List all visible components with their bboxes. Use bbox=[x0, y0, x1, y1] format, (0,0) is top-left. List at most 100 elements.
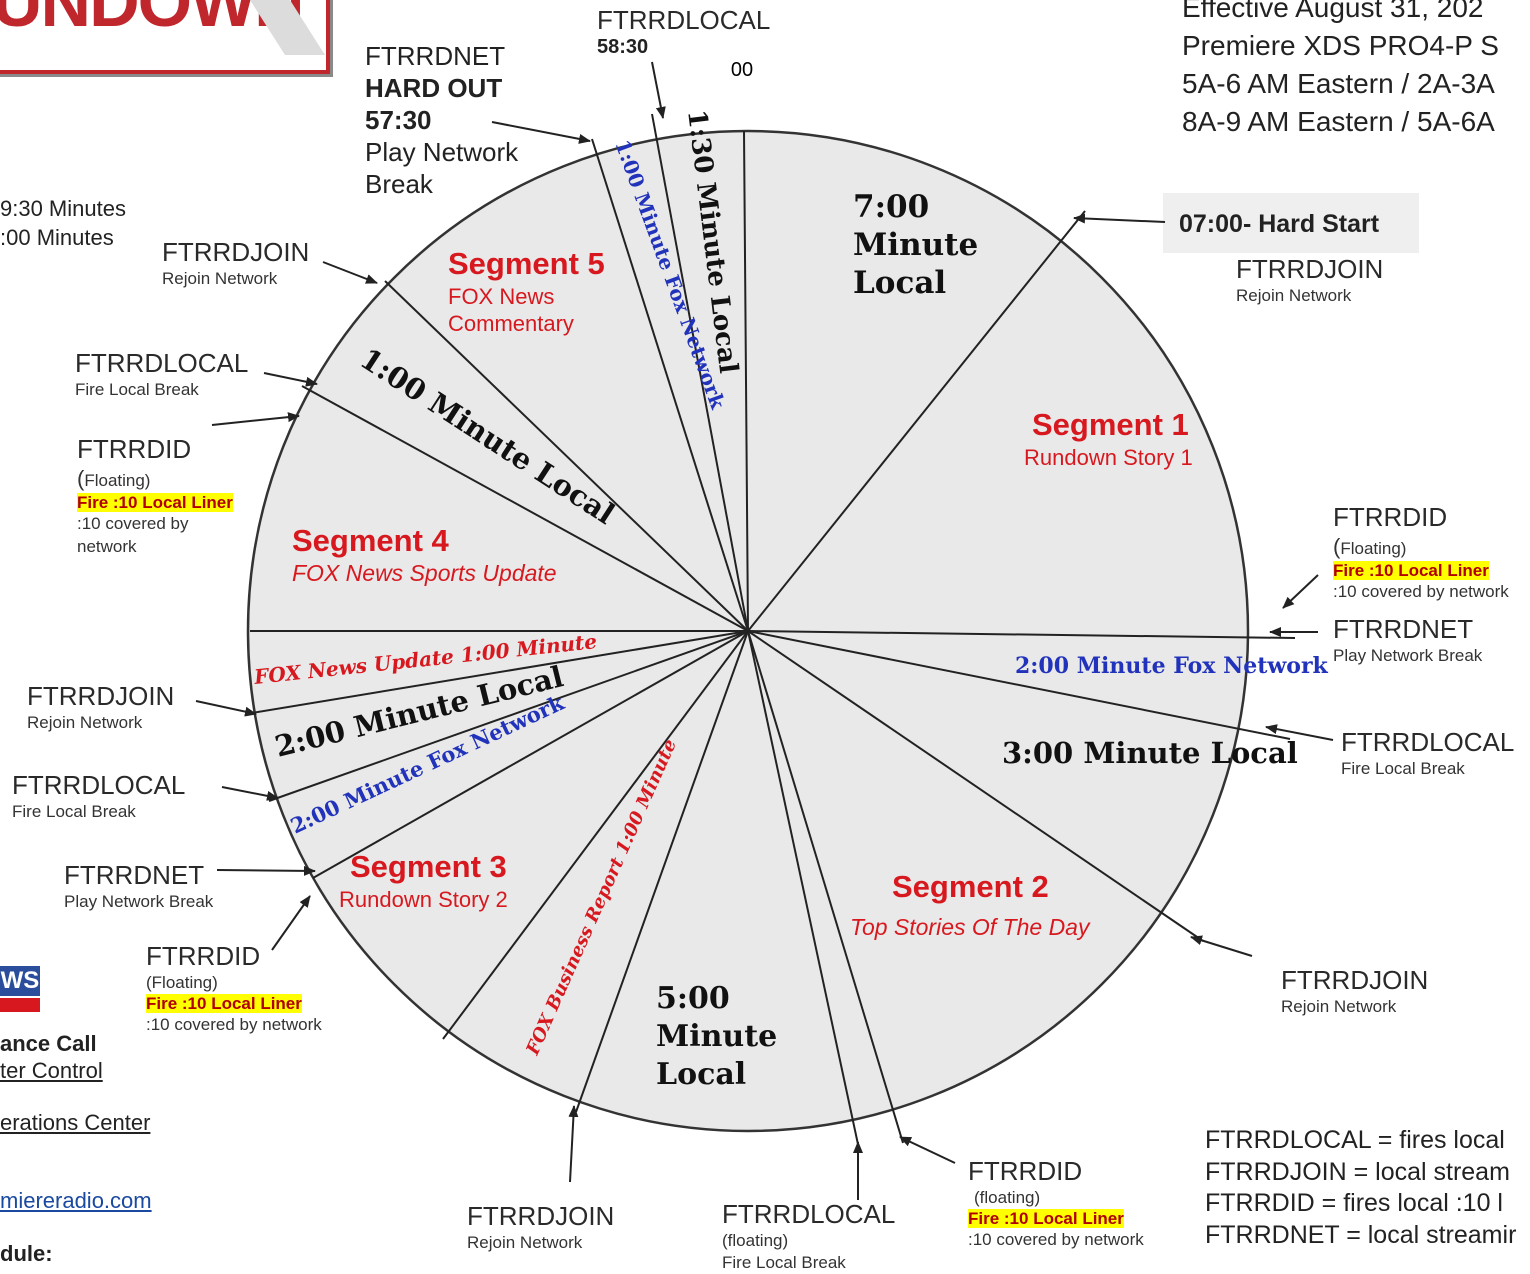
callout-rejoin-top-left: FTRRDJOIN Rejoin Network bbox=[162, 237, 309, 290]
callout-rejoin-top-left-desc: Rejoin Network bbox=[162, 268, 278, 288]
email-link[interactable]: miereradio.com bbox=[0, 1188, 152, 1213]
minutes-line-1: 9:30 Minutes bbox=[0, 196, 126, 221]
callout-local-left-top-code: FTRRDLOCAL bbox=[75, 348, 249, 378]
wheel-spoke bbox=[747, 630, 904, 1144]
callout-rejoin-left-desc: Rejoin Network bbox=[27, 712, 143, 732]
callout-id-right-floating: Floating) bbox=[1340, 538, 1407, 558]
callout-rejoin-top-right-desc: Rejoin Network bbox=[1236, 285, 1352, 305]
arrow-rejoin-left bbox=[195, 700, 257, 717]
callout-local-left-bottom-desc: Fire Local Break bbox=[12, 801, 136, 821]
callout-id-bottom-code: FTRRDID bbox=[968, 1156, 1083, 1186]
wheel-spoke bbox=[268, 630, 749, 802]
header-info: Effective August 31, 202 Premiere XDS PR… bbox=[1182, 0, 1499, 141]
legend-line-local: FTRRDLOCAL = fires local bbox=[1205, 1126, 1505, 1154]
header-line-receiver: Premiere XDS PRO4-P S bbox=[1182, 30, 1499, 61]
arrow-id-left bbox=[211, 412, 300, 426]
segment-5-title: Segment 5 bbox=[448, 246, 605, 281]
local-5-line3: Local bbox=[656, 1057, 746, 1092]
legend-line-id: FTRRDID = fires local :10 l bbox=[1205, 1189, 1503, 1217]
minutes-info: 9:30 Minutes :00 Minutes bbox=[0, 195, 126, 252]
callout-local-bottom-code: FTRRDLOCAL bbox=[722, 1199, 896, 1229]
callout-top-net-hard: HARD OUT bbox=[365, 73, 503, 103]
news-logo: WS bbox=[0, 966, 40, 1014]
callout-net-right-desc: Play Network Break bbox=[1333, 645, 1483, 665]
wheel-spoke bbox=[442, 630, 749, 1040]
wheel-spoke bbox=[747, 630, 1296, 639]
callout-id-right-code: FTRRDID bbox=[1333, 502, 1448, 532]
callout-id-bottom-covered: :10 covered by network bbox=[968, 1229, 1144, 1249]
operations-center-link[interactable]: erations Center bbox=[0, 1110, 151, 1135]
ance-call-label: ance Call bbox=[0, 1031, 97, 1056]
callout-id-right-covered: :10 covered by network bbox=[1333, 582, 1509, 602]
callout-id-bottom-left-liner: Fire :10 Local Liner bbox=[146, 993, 302, 1013]
callout-net-left: FTRRDNET Play Network Break bbox=[64, 860, 214, 913]
local-7-line1: 7:00 bbox=[853, 189, 929, 225]
hard-start-box bbox=[1163, 193, 1419, 253]
callout-id-bottom-left-code: FTRRDID bbox=[146, 941, 261, 971]
news-logo-text: WS bbox=[0, 966, 40, 996]
segment-3-subtitle: Rundown Story 2 bbox=[339, 887, 508, 912]
callout-id-bottom-left: FTRRDID (Floating) Fire :10 Local Liner … bbox=[146, 941, 322, 1036]
callout-id-bottom-floating: (floating) bbox=[974, 1187, 1041, 1207]
segment-4-title: Segment 4 bbox=[292, 523, 450, 558]
wheel-spoke bbox=[747, 210, 1086, 632]
wheel-top-mark: 00 bbox=[731, 59, 753, 81]
local-7-line3: Local bbox=[853, 265, 946, 301]
callout-id-left: FTRRDID (Floating) Fire :10 Local Liner … bbox=[77, 434, 233, 558]
callout-local-bottom: FTRRDLOCAL (floating) Fire Local Break bbox=[722, 1199, 896, 1274]
arrow-net-left bbox=[216, 865, 316, 876]
callout-local-right-desc: Fire Local Break bbox=[1341, 758, 1465, 778]
wheel-spoke bbox=[575, 630, 749, 1113]
wheel-spoke bbox=[591, 138, 749, 632]
ter-control-link[interactable]: ter Control bbox=[0, 1058, 103, 1083]
arrow-id-right bbox=[1282, 574, 1319, 609]
wheel-spoke bbox=[747, 630, 1204, 942]
logo-text: UNDOWN bbox=[0, 0, 305, 41]
arrow-hard-start bbox=[1073, 213, 1166, 224]
callout-local-left-top-desc: Fire Local Break bbox=[75, 379, 199, 399]
callout-top-net-time: 57:30 bbox=[365, 105, 432, 135]
callout-top-local-code: FTRRDLOCAL bbox=[597, 5, 771, 35]
callout-local-right-code: FTRRDLOCAL bbox=[1341, 727, 1515, 757]
arrow-top-net bbox=[491, 121, 591, 144]
callout-top-net: FTRRDNET HARD OUT 57:30 Play Network Bre… bbox=[365, 40, 518, 200]
callout-local-left-bottom: FTRRDLOCAL Fire Local Break bbox=[12, 770, 185, 823]
callout-top-net-desc1: Play Network bbox=[365, 137, 519, 167]
callout-id-left-covered2: network bbox=[77, 536, 137, 556]
arrow-rejoin-bottom bbox=[568, 1105, 579, 1183]
segment-3-title: Segment 3 bbox=[350, 849, 507, 884]
arrow-id-bottom bbox=[899, 1136, 956, 1164]
callout-rejoin-top-right: FTRRDJOIN Rejoin Network bbox=[1236, 254, 1383, 307]
fox-network-2-right-label: 2:00 Minute Fox Network bbox=[1015, 653, 1329, 679]
callout-rejoin-bottom-right-desc: Rejoin Network bbox=[1281, 996, 1397, 1016]
segment-4-subtitle: FOX News Sports Update bbox=[292, 560, 557, 586]
segment-5-subtitle-line2: Commentary bbox=[448, 311, 574, 336]
callout-top-local: FTRRDLOCAL 58:30 bbox=[597, 5, 771, 59]
callout-id-bottom: FTRRDID (floating) Fire :10 Local Liner … bbox=[968, 1156, 1144, 1251]
arrow-id-bottom-left bbox=[271, 895, 311, 951]
callout-id-left-floating: Floating) bbox=[84, 470, 151, 490]
wheel-spoke bbox=[301, 385, 749, 632]
segment-1-subtitle: Rundown Story 1 bbox=[1024, 445, 1193, 470]
arrow-local-left-bottom bbox=[221, 786, 279, 801]
wheel-spoke bbox=[747, 630, 860, 1150]
segment-2-subtitle: Top Stories Of The Day bbox=[850, 914, 1091, 940]
segment-1-title: Segment 1 bbox=[1032, 407, 1189, 442]
callout-id-bottom-left-covered: :10 covered by network bbox=[146, 1014, 322, 1034]
arrow-local-right bbox=[1265, 724, 1334, 741]
wheel-spokes bbox=[250, 113, 1296, 1150]
legend-line-net: FTRRDNET = local streamir bbox=[1205, 1220, 1517, 1249]
callout-local-bottom-floating: (floating) bbox=[722, 1230, 789, 1250]
logo-graphic bbox=[250, 0, 325, 55]
callout-net-left-desc: Play Network Break bbox=[64, 891, 214, 911]
wheel-spoke bbox=[743, 130, 749, 632]
arrow-rejoin-top-left bbox=[322, 261, 378, 284]
local-5-line1: 5:00 bbox=[656, 981, 730, 1016]
callout-id-right: FTRRDID (Floating) Fire :10 Local Liner … bbox=[1333, 502, 1509, 604]
callout-id-right-paren: ( bbox=[1333, 533, 1341, 559]
callout-top-net-code: FTRRDNET bbox=[365, 41, 506, 71]
local-7-line2: Minute bbox=[853, 227, 978, 263]
callout-local-right: FTRRDLOCAL Fire Local Break bbox=[1341, 727, 1515, 780]
callout-net-right: FTRRDNET Play Network Break bbox=[1333, 614, 1483, 667]
callout-rejoin-bottom: FTRRDJOIN Rejoin Network bbox=[467, 1201, 614, 1254]
